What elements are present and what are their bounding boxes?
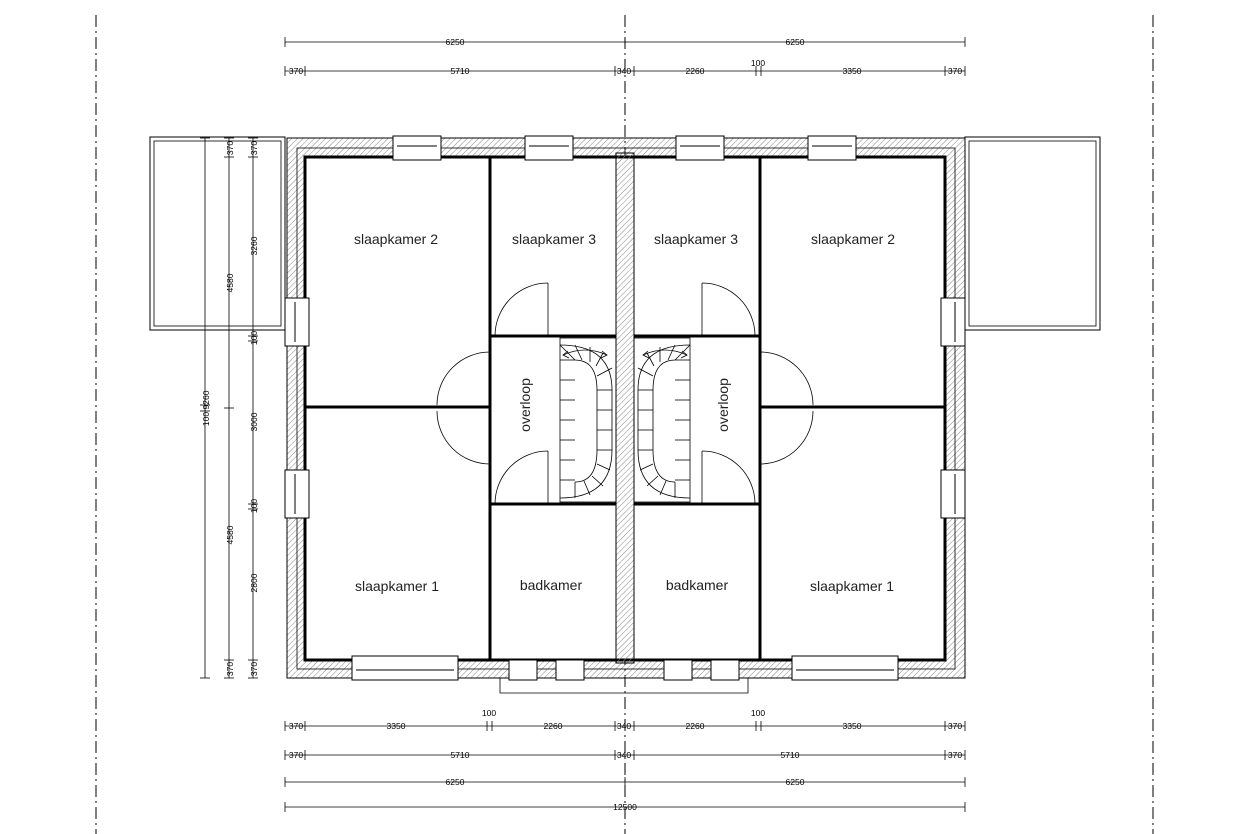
dim-left-mid-c: 4580 xyxy=(225,525,235,544)
dim-left-inner-d: 3000 xyxy=(249,412,259,431)
dim-bot2-b: 5710 xyxy=(451,750,470,760)
dim-left-inner-g: 370 xyxy=(249,662,259,676)
dim-bot1-d: 2260 xyxy=(544,721,563,731)
dim-top2-e: 100 xyxy=(751,58,765,68)
room-overloop-right: overloop xyxy=(715,378,731,432)
stair-left xyxy=(559,337,617,503)
room-slaapkamer1-left: slaapkamer 1 xyxy=(355,578,439,594)
room-slaapkamer3-left: slaapkamer 3 xyxy=(512,231,596,247)
dim-left-inner-b: 3260 xyxy=(249,236,259,255)
dim-top1-b: 6250 xyxy=(786,37,805,47)
dim-top2-f: 3350 xyxy=(843,66,862,76)
internal-walls xyxy=(305,157,945,660)
dim-left-mid-b: 4580 xyxy=(225,273,235,292)
dim-left-mid-a: 370 xyxy=(225,141,235,155)
dim-bot1-c: 100 xyxy=(482,708,496,718)
doors xyxy=(436,282,814,505)
room-slaapkamer2-right: slaapkamer 2 xyxy=(811,231,895,247)
dim-left-total-100: 100 xyxy=(201,412,211,426)
dim-left-inner-e: 100 xyxy=(249,499,259,513)
room-labels: slaapkamer 2 slaapkamer 3 slaapkamer 3 s… xyxy=(354,231,895,594)
dim-bot2-e: 370 xyxy=(948,750,962,760)
dim-bot3-b: 6250 xyxy=(786,777,805,787)
stair-right xyxy=(633,337,691,503)
dim-top2-a: 370 xyxy=(289,66,303,76)
balconies xyxy=(149,136,1101,331)
dim-bot2-d: 5710 xyxy=(781,750,800,760)
dim-left-inner-f: 2800 xyxy=(249,573,259,592)
dim-bot1-f: 2260 xyxy=(686,721,705,731)
dim-top2-b: 5710 xyxy=(451,66,470,76)
dim-bot1-b: 3350 xyxy=(387,721,406,731)
dim-top2-g: 370 xyxy=(948,66,962,76)
dim-top1-a: 6250 xyxy=(446,37,465,47)
dim-bot2-c: 340 xyxy=(617,750,631,760)
room-badkamer-right: badkamer xyxy=(666,577,729,593)
top-dimensions: 6250 6250 370 5710 340 2260 100 3350 370 xyxy=(284,37,966,76)
dim-left-inner-a: 370 xyxy=(249,141,259,155)
dim-top2-c: 340 xyxy=(617,66,631,76)
dim-bot1-a: 370 xyxy=(289,721,303,731)
dim-bot2-a: 370 xyxy=(289,750,303,760)
dim-left-mid-d: 370 xyxy=(225,662,235,676)
windows xyxy=(284,135,966,681)
dim-left-total: 9260 xyxy=(201,390,211,409)
canopy xyxy=(499,678,749,694)
dim-bot1-i: 370 xyxy=(948,721,962,731)
dim-bot3-a: 6250 xyxy=(446,777,465,787)
dim-top2-d: 2260 xyxy=(686,66,705,76)
room-slaapkamer2-left: slaapkamer 2 xyxy=(354,231,438,247)
dim-left-inner-c: 100 xyxy=(249,331,259,345)
dim-bot4-total: 12500 xyxy=(613,802,637,812)
dim-bot1-h: 3350 xyxy=(843,721,862,731)
room-slaapkamer1-right: slaapkamer 1 xyxy=(810,578,894,594)
dim-bot1-g: 100 xyxy=(751,708,765,718)
room-slaapkamer3-right: slaapkamer 3 xyxy=(654,231,738,247)
room-badkamer-left: badkamer xyxy=(520,577,583,593)
dim-bot1-e: 340 xyxy=(617,721,631,731)
left-dimensions: 9260 100 370 4580 4580 370 370 3260 100 … xyxy=(200,137,259,679)
room-overloop-left: overloop xyxy=(517,378,533,432)
bottom-dimensions: 370 3350 100 2260 340 2260 100 3350 370 … xyxy=(284,708,966,812)
